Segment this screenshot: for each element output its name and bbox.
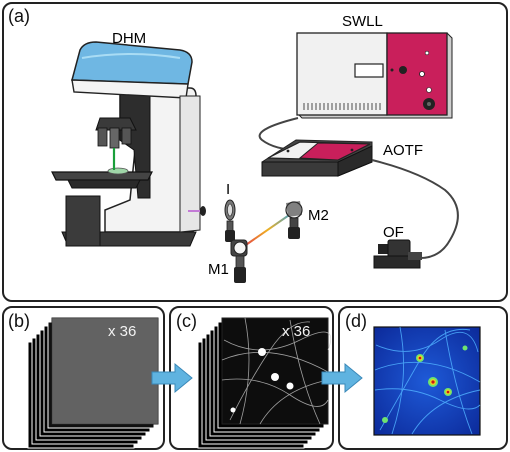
microscope-icon	[52, 42, 206, 246]
aotf-label: AOTF	[383, 142, 423, 159]
reconstructed-heatmap	[374, 327, 480, 435]
iris-label: I	[226, 181, 230, 198]
m2-label: M2	[308, 207, 329, 224]
iris-icon	[225, 200, 235, 242]
mirror-icon-m1	[231, 240, 247, 283]
beam-diagonal	[240, 211, 295, 249]
of-label: OF	[383, 224, 404, 241]
light-source-icon	[297, 33, 452, 118]
raw-hologram-stack	[28, 318, 158, 448]
panel-b-count: x 36	[108, 323, 136, 340]
dhm-label: DHM	[112, 30, 146, 47]
panel-c-count: x 36	[282, 323, 310, 340]
fiber-icon	[374, 240, 422, 268]
swll-label: SWLL	[342, 13, 383, 30]
optical-fiber-cable	[372, 160, 458, 258]
filter-icon	[262, 140, 372, 176]
mirror-icon-m2	[286, 201, 302, 239]
phase-image-stack	[198, 318, 331, 448]
m1-label: M1	[208, 261, 229, 278]
